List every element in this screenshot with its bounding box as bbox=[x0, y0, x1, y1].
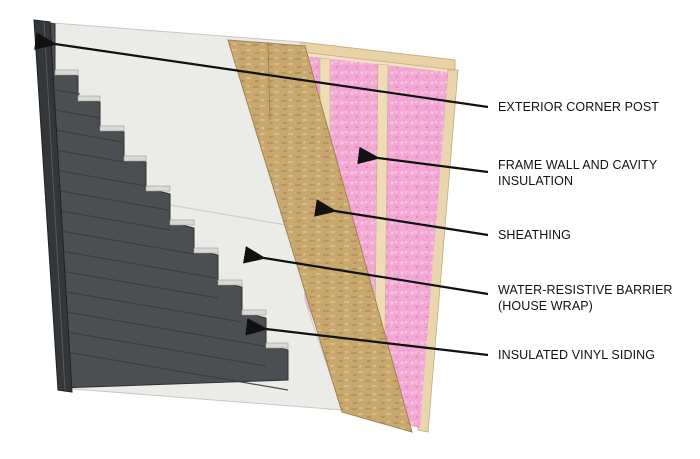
label-insulated-vinyl-siding: INSULATED VINYL SIDING bbox=[498, 348, 656, 362]
leader-frame-wall bbox=[357, 146, 489, 174]
leader-sheathing bbox=[314, 199, 489, 237]
label-sheathing: SHEATHING bbox=[498, 228, 571, 242]
leader-exterior-corner-post bbox=[34, 32, 489, 109]
sheathing-panel bbox=[227, 39, 413, 433]
vinyl-siding bbox=[39, 21, 289, 391]
framing bbox=[299, 41, 459, 433]
exterior-corner-post-shape bbox=[33, 19, 73, 393]
leader-water-resistive-barrier bbox=[243, 246, 489, 296]
leader-insulated-vinyl-siding bbox=[245, 317, 489, 357]
leader-lines bbox=[34, 32, 489, 357]
label-exterior-corner-post: EXTERIOR CORNER POST bbox=[498, 100, 660, 114]
label-water-resistive-barrier: WATER-RESISTIVE BARRIER (HOUSE WRAP) bbox=[498, 283, 673, 313]
label-frame-wall-cavity-insulation: FRAME WALL AND CAVITY INSULATION bbox=[498, 158, 658, 188]
